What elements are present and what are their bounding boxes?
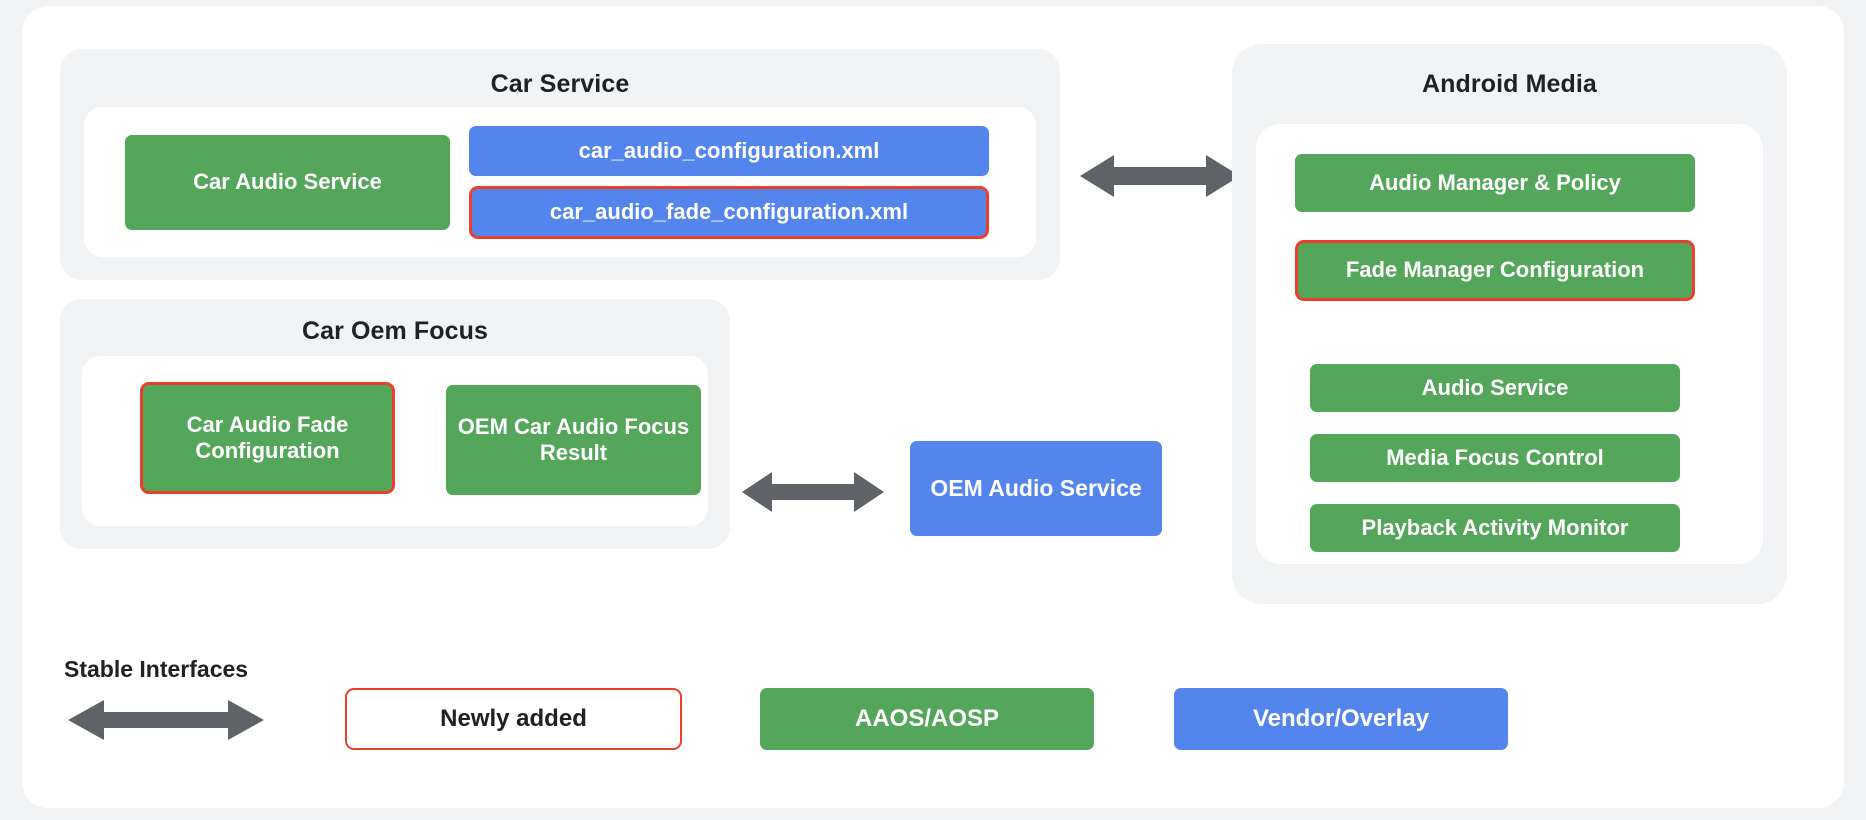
legend-stable-interfaces-label: Stable Interfaces — [64, 656, 249, 682]
box-car-audio-fade-configuration-xml[interactable]: car_audio_fade_configuration.xml — [469, 186, 989, 239]
box-oem-car-audio-focus-result[interactable]: OEM Car Audio Focus Result — [446, 385, 701, 495]
box-car-audio-fade-configuration[interactable]: Car Audio Fade Configuration — [140, 382, 395, 494]
box-audio-service[interactable]: Audio Service — [1310, 364, 1680, 412]
group-car-service-title: Car Service — [490, 70, 630, 98]
group-android-media-title: Android Media — [1422, 70, 1597, 98]
connector-car-service-to-android-media — [1080, 151, 1240, 201]
legend-item-vendor-overlay[interactable]: Vendor/Overlay — [1174, 688, 1508, 750]
group-car-service: Car Service Car Audio Service car_audio_… — [60, 49, 1060, 280]
box-car-audio-configuration-xml[interactable]: car_audio_configuration.xml — [469, 126, 989, 176]
page-card: Car Service Car Audio Service car_audio_… — [22, 6, 1844, 808]
box-audio-manager-and-policy[interactable]: Audio Manager & Policy — [1295, 154, 1695, 212]
box-oem-audio-service[interactable]: OEM Audio Service — [910, 441, 1162, 536]
legend-double-headed-arrow-icon — [68, 696, 264, 744]
group-car-oem-focus: Car Oem Focus Car Audio Fade Configurati… — [60, 299, 730, 549]
legend-item-newly-added[interactable]: Newly added — [345, 688, 682, 750]
box-playback-activity-monitor[interactable]: Playback Activity Monitor — [1310, 504, 1680, 552]
box-media-focus-control[interactable]: Media Focus Control — [1310, 434, 1680, 482]
box-fade-manager-configuration[interactable]: Fade Manager Configuration — [1295, 240, 1695, 301]
box-car-audio-service[interactable]: Car Audio Service — [125, 135, 450, 230]
connector-car-oem-focus-to-oem-audio-service — [742, 469, 884, 515]
group-car-oem-focus-title: Car Oem Focus — [301, 317, 489, 345]
legend-item-aaos-aosp[interactable]: AAOS/AOSP — [760, 688, 1094, 750]
group-android-media: Android Media Audio Manager & Policy Fad… — [1232, 44, 1787, 604]
